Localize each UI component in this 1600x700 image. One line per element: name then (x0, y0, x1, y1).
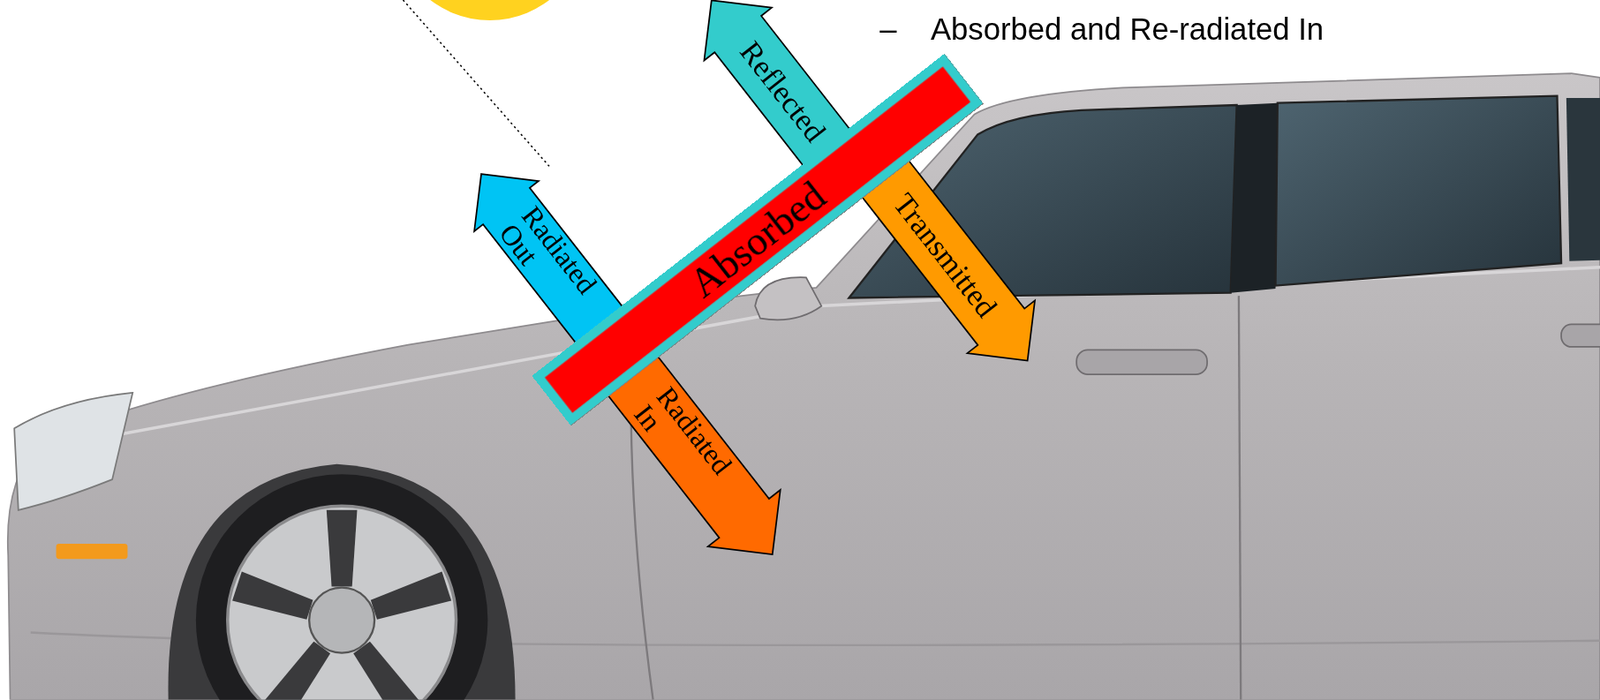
arrow-label: Reflected (733, 36, 831, 148)
headlight (14, 392, 133, 511)
rim (227, 505, 457, 700)
bullet-note: – (879, 14, 897, 46)
hub (309, 588, 375, 654)
sun (392, 0, 588, 21)
arrow-outline (837, 133, 1062, 387)
b-pillar (1230, 103, 1278, 294)
door-handle (1076, 349, 1208, 375)
door-handle (1561, 324, 1600, 347)
body-crease (40, 267, 1600, 450)
bullet-note: Absorbed and Re-radiated In (930, 14, 1324, 46)
rim-spokes (232, 510, 452, 700)
sun-ray (402, 0, 551, 169)
door-seam (1238, 295, 1241, 700)
rear-window (1275, 96, 1563, 287)
tire (196, 474, 489, 700)
marker-light (56, 543, 129, 559)
rear-window-edge (1566, 98, 1600, 262)
arrow-outline (579, 324, 809, 583)
arrow-label: Radiated Out (493, 201, 614, 333)
side-mirror (754, 277, 822, 320)
